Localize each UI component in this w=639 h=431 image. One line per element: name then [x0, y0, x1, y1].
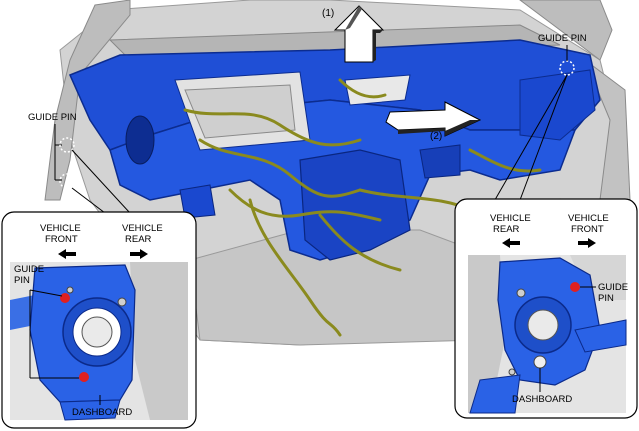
inset-right-guide-pin-1: GUIDE [598, 282, 628, 293]
inset-right-vehicle-front-2: FRONT [571, 224, 604, 235]
inset-right-dashboard-label: DASHBOARD [512, 394, 572, 405]
callout-2-label: (2) [430, 131, 442, 142]
inset-right [454, 198, 638, 419]
callout-line-left-inset-1 [71, 149, 131, 214]
inset-left-guide-pin-1: GUIDE [14, 264, 44, 275]
arrow-1-up-icon [333, 5, 385, 63]
guide-pin-red-right [570, 282, 580, 292]
inset-left [1, 211, 197, 429]
arrow-2-rearward-icon [385, 101, 482, 137]
inset-right-guide-pin-2: PIN [598, 293, 614, 304]
callout-line-right-inset-2 [519, 74, 568, 201]
inset-left-guide-pin-2: PIN [14, 275, 30, 286]
guide-pin-marker-left-lower [59, 173, 75, 189]
arrow-left-rear-icon [502, 238, 520, 248]
arrow-right-front-icon [578, 238, 596, 248]
inset-right-vehicle-rear-2: REAR [493, 224, 520, 235]
guide-pin-label-left: GUIDE PIN [28, 112, 77, 123]
guide-pin-marker-left-upper [59, 137, 75, 153]
inset-left-vehicle-rear-1: VEHICLE [122, 223, 163, 234]
inset-left-vehicle-rear-2: REAR [125, 234, 152, 245]
callout-line-right-inset-1 [491, 74, 568, 206]
arrow-right-rear-icon [130, 249, 148, 259]
guide-pin-red-lower [79, 372, 89, 382]
callout-1-label: (1) [322, 8, 334, 19]
inset-left-vehicle-front-2: FRONT [45, 234, 78, 245]
arrow-left-front-icon [58, 249, 76, 259]
inset-left-vehicle-front-1: VEHICLE [40, 223, 81, 234]
guide-pin-label-top-right: GUIDE PIN [538, 33, 587, 44]
callout-line-left-inset-2 [71, 187, 106, 214]
guide-pin-red-upper [60, 293, 70, 303]
inset-right-vehicle-front-1: VEHICLE [568, 213, 609, 224]
leader-line [29, 289, 63, 297]
inset-right-vehicle-rear-1: VEHICLE [490, 213, 531, 224]
inset-left-dashboard-label: DASHBOARD [72, 407, 132, 418]
